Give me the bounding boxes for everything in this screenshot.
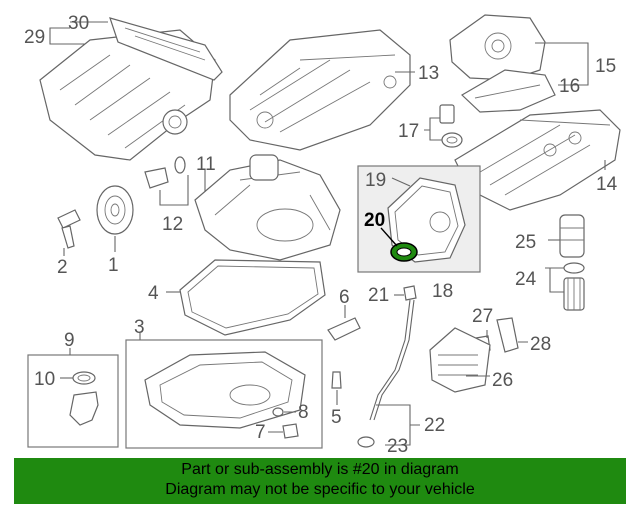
callout-6: 6 [339, 287, 350, 308]
callout-19: 19 [365, 170, 386, 191]
callout-1: 1 [108, 255, 119, 276]
oil-sensor-part [144, 156, 186, 189]
callout-28: 28 [530, 334, 551, 355]
callout-16: 16 [559, 76, 580, 97]
clip-part [327, 317, 361, 341]
timing-cover-part [449, 14, 556, 113]
callout-24: 24 [515, 269, 537, 290]
pulley-part [96, 185, 134, 235]
seal-part-20 [390, 242, 418, 262]
intake-manifold-part [39, 17, 223, 161]
oil-pan-gasket-part [179, 259, 326, 336]
callout-14: 14 [596, 174, 618, 195]
upper-oil-pan-part [194, 154, 341, 261]
callout-20: 20 [364, 210, 385, 231]
oil-sensor-box [27, 354, 119, 448]
callout-9: 9 [64, 330, 75, 351]
stud-part [331, 371, 342, 389]
oil-level-sensor-part [69, 371, 99, 426]
oil-filter-part [563, 262, 585, 311]
callout-21: 21 [368, 285, 389, 306]
callout-30: 30 [68, 13, 89, 34]
callout-23: 23 [387, 436, 408, 455]
callout-18: 18 [432, 281, 453, 302]
oil-filter-housing-part [559, 214, 585, 258]
callout-2: 2 [57, 257, 68, 278]
callout-12: 12 [162, 214, 183, 235]
callout-5: 5 [331, 407, 342, 428]
callout-8: 8 [298, 402, 309, 423]
callout-22: 22 [424, 415, 445, 436]
lower-oil-pan-part [144, 351, 306, 429]
callout-26: 26 [492, 370, 513, 391]
callout-17: 17 [398, 121, 419, 142]
valve-part [439, 104, 463, 148]
callout-3: 3 [134, 317, 145, 338]
callout-11: 11 [196, 154, 216, 175]
dipstick-part [357, 285, 417, 448]
callout-13: 13 [418, 63, 439, 84]
drain-plug-part [272, 407, 299, 439]
callout-27: 27 [472, 306, 493, 327]
info-banner: Part or sub-assembly is #20 in diagram D… [14, 458, 626, 504]
callout-4: 4 [148, 283, 159, 304]
banner-line-1: Part or sub-assembly is #20 in diagram [181, 461, 459, 478]
callout-15: 15 [595, 56, 616, 77]
callout-10: 10 [34, 369, 55, 390]
callout-25: 25 [515, 232, 536, 253]
callout-29: 29 [24, 27, 45, 48]
oil-pan-box [125, 339, 323, 449]
bolt-part [57, 209, 81, 249]
callout-7: 7 [255, 422, 266, 443]
parts-diagram: 1 2 3 4 5 6 7 8 9 10 11 12 13 14 15 16 1… [24, 13, 621, 455]
valve-cover-part [454, 109, 621, 211]
cylinder-head-part [229, 29, 411, 151]
banner-line-2: Diagram may not be specific to your vehi… [165, 481, 475, 498]
